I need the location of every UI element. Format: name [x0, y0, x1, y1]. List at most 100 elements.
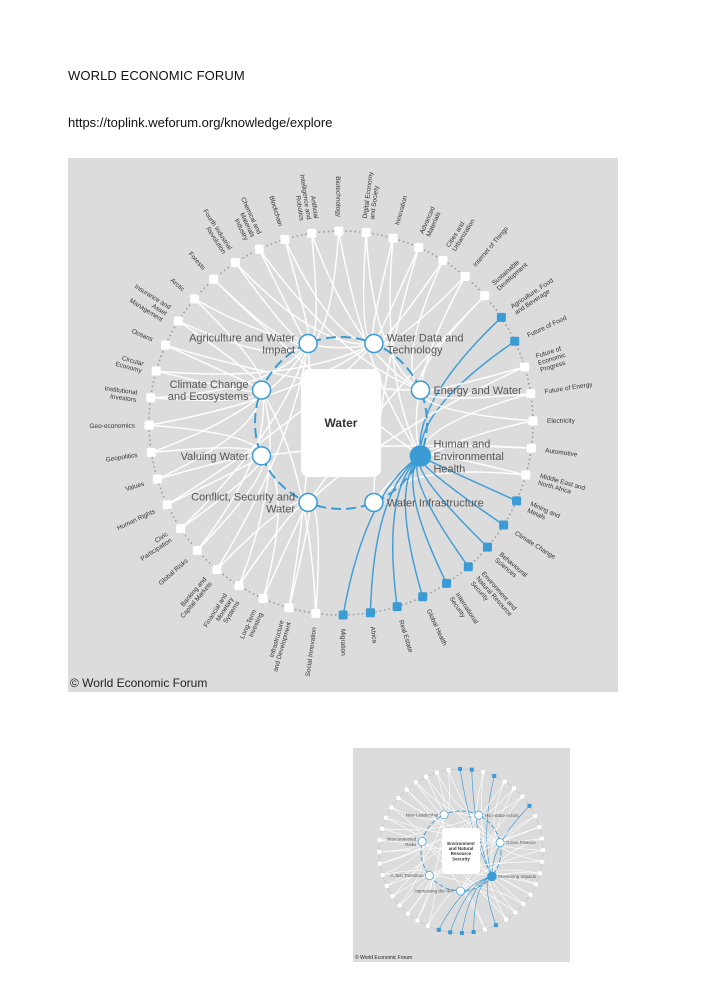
topic-node [436, 927, 441, 932]
topic-link [481, 772, 493, 877]
topic-label: ArtificialIntelligence andRobotics [291, 173, 319, 222]
topic-link [258, 248, 421, 391]
topic-node [510, 336, 520, 346]
topic-node [376, 849, 382, 854]
topic-link [417, 814, 445, 921]
topic-node [463, 562, 473, 572]
topic-node [458, 766, 463, 772]
topic-node [482, 927, 487, 932]
topic-node [471, 930, 476, 935]
topic-link [238, 389, 271, 586]
topic-link [373, 471, 526, 503]
topic-node [396, 795, 401, 801]
topic-link [148, 342, 375, 426]
topic-label: Chemical andMaterialsIndustry [226, 196, 263, 242]
topic-node [418, 592, 428, 602]
topic-node [513, 910, 518, 915]
topic-link [438, 875, 493, 931]
topic-node [258, 594, 268, 604]
topic-node [521, 901, 526, 907]
topic-node [377, 861, 382, 866]
topic-label: Electricity [547, 418, 576, 425]
topic-label: Cities andUrbanization [445, 214, 477, 253]
topic-node [192, 545, 202, 555]
topic-label: Migration [339, 629, 346, 656]
topic-node [388, 233, 398, 243]
topic-node [415, 918, 420, 923]
topic-label: Long-TermInvesting [239, 608, 265, 643]
topic-node [435, 770, 440, 775]
hub-label: Green Finance [506, 840, 536, 845]
topic-node [361, 228, 371, 238]
topic-link [499, 842, 543, 863]
hub-node [251, 380, 272, 400]
hub-node [495, 838, 505, 847]
topic-node [254, 244, 264, 254]
topic-link [216, 343, 309, 570]
topic-label: Geopolitics [105, 452, 139, 464]
topic-link [486, 775, 495, 877]
topic-link [411, 260, 444, 391]
source-url[interactable]: https://toplink.weforum.org/knowledge/ex… [68, 115, 333, 130]
topic-link [194, 298, 375, 349]
inner-ring [254, 336, 428, 510]
topic-link [460, 815, 536, 892]
topic-link [307, 366, 525, 504]
topic-label: Future ofEconomicProgress [535, 345, 569, 374]
topic-node [482, 542, 492, 552]
topic-link [392, 814, 445, 897]
topic-link [389, 238, 422, 457]
topic-node [521, 470, 531, 480]
topic-label: CivicParticipation [136, 531, 174, 563]
topic-node [493, 923, 498, 928]
topic-node [307, 228, 317, 238]
topic-node [527, 803, 532, 808]
topic-link [460, 796, 523, 892]
topic-link [386, 814, 480, 887]
topic-label: Future of Food [526, 315, 568, 340]
topic-link [260, 389, 317, 614]
topic-label: Social Innovation [305, 626, 318, 676]
topic-label: Global Risks [158, 557, 191, 587]
topic-node [377, 838, 382, 843]
topic-node [511, 786, 517, 791]
topic-link [166, 343, 375, 506]
topic-label: Values [125, 480, 146, 493]
topic-label: Future of Energy [544, 381, 594, 395]
topic-node [526, 443, 536, 453]
topic-label: Biotechnology [334, 176, 341, 218]
topic-label: Forests [187, 251, 207, 272]
topic-link [156, 342, 375, 375]
topic-node [520, 794, 525, 799]
topic-node [384, 815, 389, 820]
hub-node [298, 333, 318, 354]
topic-link [415, 782, 479, 817]
hub-label: Water Infrastructure [387, 497, 484, 509]
topic-node [540, 836, 545, 841]
topic-link [425, 776, 501, 843]
hub-node [474, 810, 484, 820]
topic-label: Arctic [169, 277, 186, 293]
topic-node [146, 393, 156, 403]
topic-label: Oceans [130, 328, 154, 344]
topic-label: Internet of Things [472, 225, 510, 269]
topic-node [146, 447, 156, 457]
topic-link [382, 814, 479, 831]
hub-label: New Leadership [406, 812, 439, 817]
hub-label: Worsening Impacts [498, 874, 537, 879]
topic-label: Innovation [394, 195, 409, 226]
topic-node [190, 294, 200, 304]
topic-node [392, 602, 402, 612]
center-card [301, 369, 381, 477]
topic-link [369, 455, 421, 613]
hub-node [364, 333, 384, 354]
topic-node [528, 416, 538, 426]
hub-node [364, 492, 384, 513]
topic-node [504, 917, 509, 922]
